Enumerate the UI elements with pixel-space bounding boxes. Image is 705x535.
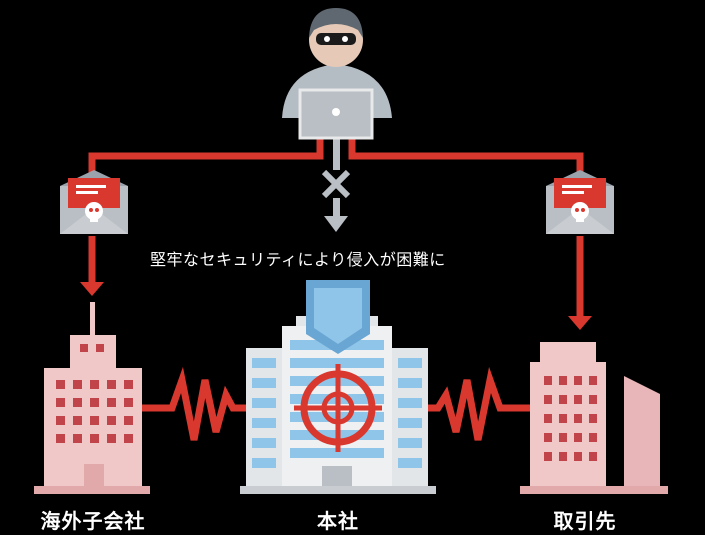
label-headquarters: 本社 bbox=[317, 509, 359, 533]
window bbox=[559, 433, 567, 442]
window bbox=[73, 434, 82, 443]
attack-lines bbox=[88, 138, 584, 441]
window bbox=[559, 376, 567, 385]
window bbox=[56, 416, 65, 425]
window bbox=[544, 414, 552, 423]
window bbox=[96, 344, 104, 352]
window bbox=[124, 416, 133, 425]
window bbox=[73, 398, 82, 407]
window bbox=[56, 398, 65, 407]
window bbox=[574, 433, 582, 442]
window bbox=[398, 438, 422, 448]
window bbox=[574, 376, 582, 385]
window bbox=[544, 433, 552, 442]
subsidiary-building bbox=[34, 302, 150, 494]
malicious-mail-icon-right bbox=[546, 170, 614, 234]
window bbox=[90, 380, 99, 389]
window bbox=[90, 398, 99, 407]
window bbox=[544, 376, 552, 385]
window bbox=[290, 358, 384, 368]
window bbox=[124, 380, 133, 389]
caption-text: 堅牢なセキュリティにより侵入が困難に bbox=[150, 250, 446, 269]
window bbox=[73, 416, 82, 425]
window bbox=[398, 398, 422, 408]
window bbox=[107, 398, 116, 407]
window bbox=[124, 434, 133, 443]
window bbox=[252, 378, 276, 388]
malicious-mail-icon-left bbox=[60, 170, 128, 234]
window bbox=[290, 448, 384, 458]
window bbox=[107, 380, 116, 389]
window bbox=[252, 458, 276, 468]
window bbox=[589, 452, 597, 461]
window bbox=[544, 395, 552, 404]
window bbox=[56, 434, 65, 443]
window bbox=[559, 414, 567, 423]
window bbox=[124, 398, 133, 407]
window bbox=[544, 452, 552, 461]
window bbox=[252, 438, 276, 448]
window bbox=[73, 380, 82, 389]
window bbox=[252, 398, 276, 408]
window bbox=[90, 416, 99, 425]
window bbox=[589, 414, 597, 423]
window bbox=[107, 434, 116, 443]
window bbox=[56, 380, 65, 389]
window bbox=[90, 434, 99, 443]
window bbox=[574, 395, 582, 404]
window bbox=[589, 395, 597, 404]
window bbox=[107, 416, 116, 425]
window bbox=[559, 395, 567, 404]
window bbox=[574, 414, 582, 423]
hacker-icon bbox=[282, 8, 392, 140]
x-blocked-icon bbox=[321, 138, 351, 232]
window bbox=[398, 358, 422, 368]
window bbox=[574, 452, 582, 461]
window bbox=[589, 433, 597, 442]
shield-icon bbox=[306, 280, 370, 354]
window bbox=[252, 418, 276, 428]
window bbox=[589, 376, 597, 385]
window bbox=[559, 452, 567, 461]
label-subsidiary: 海外子会社 bbox=[40, 509, 146, 533]
window bbox=[398, 378, 422, 388]
label-partner: 取引先 bbox=[553, 509, 617, 533]
window bbox=[80, 344, 88, 352]
window bbox=[252, 358, 276, 368]
crosshair-target-icon bbox=[294, 364, 382, 452]
window bbox=[398, 418, 422, 428]
partner-building bbox=[520, 342, 668, 494]
window bbox=[398, 458, 422, 468]
